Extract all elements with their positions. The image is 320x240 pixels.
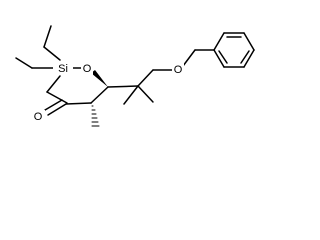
main-chain (44, 69, 173, 127)
bond-c3-c4 (107, 85, 139, 88)
bond-c1-o-double-a (47, 103, 67, 116)
bond-c3-c2 (90, 86, 109, 104)
si-label-bg (53, 62, 73, 75)
structure-drawing: Si O O O (15, 25, 255, 127)
benzene-ring (213, 32, 255, 68)
bond-c2-c1 (65, 102, 92, 105)
bond-ethyl3-ch3 (46, 91, 68, 104)
ether-oxygen-atom-label: O (83, 63, 92, 75)
bond-c1-o-double-b (44, 99, 63, 111)
bond-obenzyl-ch2 (182, 49, 196, 67)
wedge-c3-o (91, 70, 108, 87)
structure-canvas: Si O O O (15, 25, 255, 127)
o-benzyl-label-bg (172, 63, 184, 76)
bond-ethyl2-ch3 (15, 57, 33, 69)
bond-si-ethyl3-ch2 (46, 75, 61, 93)
bond-ethyl1-ch3 (43, 25, 52, 48)
hashed-wedge-c2-methyl (91, 105, 100, 127)
triethylsilyl-group (15, 25, 83, 104)
benzyl-group (182, 32, 255, 68)
bond-c4-c5 (137, 69, 154, 87)
benzyl-oxygen-atom-label: O (174, 64, 183, 76)
bond-c4-methyl1 (137, 85, 154, 103)
aldehyde-oxygen-atom-label: O (34, 111, 43, 123)
bond-c4-methyl2 (123, 85, 139, 105)
o-aldehyde-label-bg (32, 110, 45, 123)
o-ether-label-bg (81, 62, 93, 75)
bond-si-ethyl1-ch2 (43, 46, 61, 61)
silicon-atom-label: Si (58, 63, 68, 75)
